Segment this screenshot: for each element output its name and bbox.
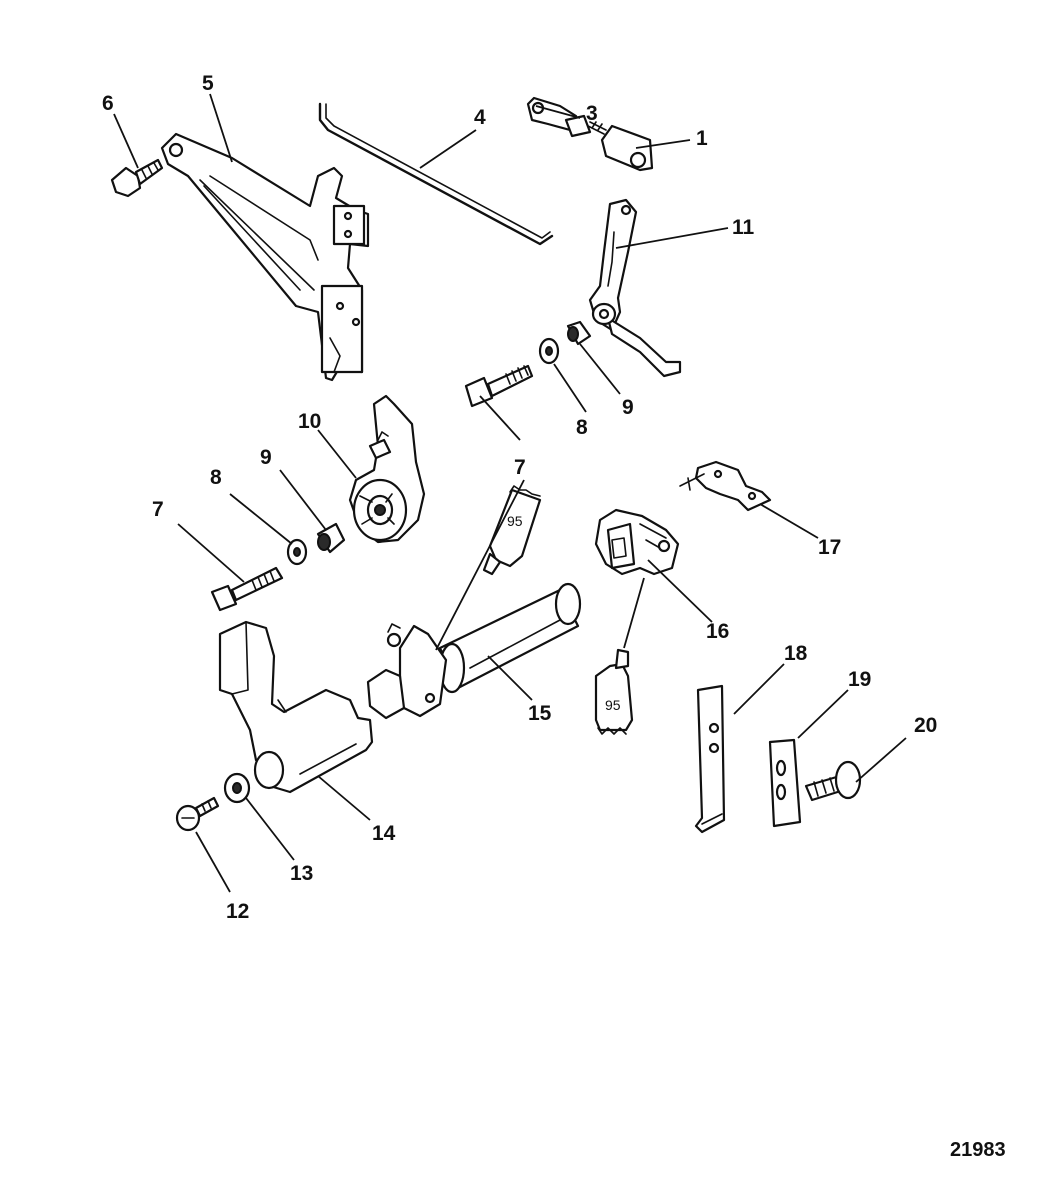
callout-9-lower: 9 bbox=[260, 446, 272, 469]
lubricant-tube-lower: 95 bbox=[594, 648, 634, 735]
part-6-screw bbox=[110, 158, 164, 198]
part-18-strap bbox=[694, 684, 726, 834]
callout-13: 13 bbox=[290, 862, 313, 885]
callout-6: 6 bbox=[102, 92, 114, 115]
callout-8-upper: 8 bbox=[576, 416, 588, 439]
part-16-pickup bbox=[594, 508, 680, 576]
part-5-bracket bbox=[160, 132, 370, 382]
tube-lower-label: 95 bbox=[605, 697, 621, 713]
callout-15: 15 bbox=[528, 702, 552, 725]
part-12-screw bbox=[175, 796, 220, 832]
part-1-rod-end bbox=[587, 121, 654, 172]
leader-lines bbox=[113, 93, 907, 893]
callout-5: 5 bbox=[202, 72, 214, 95]
callout-4: 4 bbox=[474, 106, 486, 129]
part-7-bolt-upper bbox=[464, 364, 534, 408]
part-7-bolt-lower bbox=[210, 566, 284, 612]
part-8-washer-upper bbox=[538, 337, 560, 365]
figure-number: 21983 bbox=[950, 1139, 1006, 1161]
part-17-clip bbox=[679, 460, 772, 512]
callout-7-lower: 7 bbox=[152, 498, 164, 521]
callout-12: 12 bbox=[226, 900, 249, 923]
callout-3: 3 bbox=[586, 102, 598, 125]
part-10-cam bbox=[348, 394, 426, 544]
part-9-bushing-upper bbox=[566, 320, 592, 346]
tube-upper-label: 95 bbox=[507, 513, 523, 529]
callout-labels: 6 5 4 3 1 11 8 9 7 10 9 8 7 17 16 15 18 … bbox=[102, 72, 937, 923]
callout-7-upper: 7 bbox=[514, 456, 526, 479]
callout-16: 16 bbox=[706, 620, 729, 643]
part-8-washer-lower bbox=[286, 538, 308, 566]
lubricant-tube-upper: 95 bbox=[482, 485, 542, 576]
part-13-washer bbox=[223, 772, 251, 804]
part-14-lever bbox=[218, 620, 374, 794]
callout-11: 11 bbox=[732, 216, 755, 239]
part-19-plate bbox=[768, 738, 802, 828]
callout-14: 14 bbox=[372, 822, 396, 845]
callout-9-upper: 9 bbox=[622, 396, 634, 419]
callout-17: 17 bbox=[818, 536, 841, 559]
callout-8-lower: 8 bbox=[210, 466, 222, 489]
callout-18: 18 bbox=[784, 642, 808, 665]
part-20-bolt bbox=[804, 760, 862, 802]
part-9-bushing-lower bbox=[316, 522, 346, 554]
part-15-shaft bbox=[366, 582, 582, 720]
callout-19: 19 bbox=[848, 668, 871, 691]
part-11-throttle-lever bbox=[588, 198, 682, 378]
part-3-rod-end bbox=[526, 96, 592, 138]
callout-20: 20 bbox=[914, 714, 937, 737]
callout-10: 10 bbox=[298, 410, 321, 433]
part-4-link-rod bbox=[318, 102, 554, 246]
callout-1: 1 bbox=[696, 127, 708, 150]
